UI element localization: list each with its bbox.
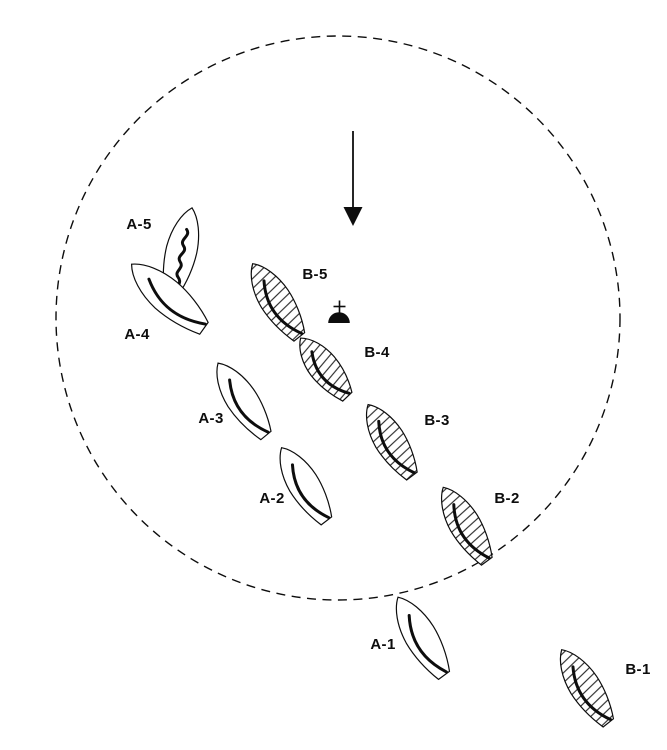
boat-label-A-2: A-2 — [259, 490, 284, 507]
boat-label-A-3: A-3 — [198, 410, 223, 427]
sail-line — [262, 279, 304, 335]
boat-B-4 — [299, 337, 353, 402]
boat-A-2 — [279, 447, 333, 526]
boat-B-3 — [365, 403, 418, 481]
boat-A-3 — [216, 362, 272, 441]
boat-label-B-2: B-2 — [494, 490, 519, 507]
boat-A-1 — [395, 596, 451, 681]
boat-label-A-1: A-1 — [370, 636, 395, 653]
boat-label-A-4: A-4 — [124, 326, 150, 343]
zone-circle — [55, 35, 621, 601]
luffing-sail-line — [175, 227, 190, 289]
boat-label-B-3: B-3 — [424, 412, 449, 429]
boat-A-4 — [130, 263, 209, 335]
boat-label-B-1: B-1 — [625, 661, 650, 678]
mark-symbol — [328, 300, 350, 323]
sail-line — [407, 614, 448, 674]
sail-line — [452, 503, 491, 560]
boat-B-5 — [250, 263, 306, 342]
boat-label-B-5: B-5 — [302, 266, 327, 283]
boat-label-B-4: B-4 — [364, 344, 390, 361]
sail-line — [147, 277, 207, 326]
sail-line — [571, 665, 612, 722]
boat-B-2 — [441, 486, 493, 566]
sail-line — [228, 378, 270, 434]
wind-arrow — [343, 131, 363, 226]
mark-dome — [328, 312, 350, 323]
sail-line — [377, 419, 416, 475]
boat-hull-hatching — [441, 487, 493, 566]
boat-label-A-5: A-5 — [126, 216, 151, 233]
sail-line — [310, 350, 351, 395]
sail-line — [290, 463, 331, 520]
boat-B-1 — [559, 649, 615, 728]
